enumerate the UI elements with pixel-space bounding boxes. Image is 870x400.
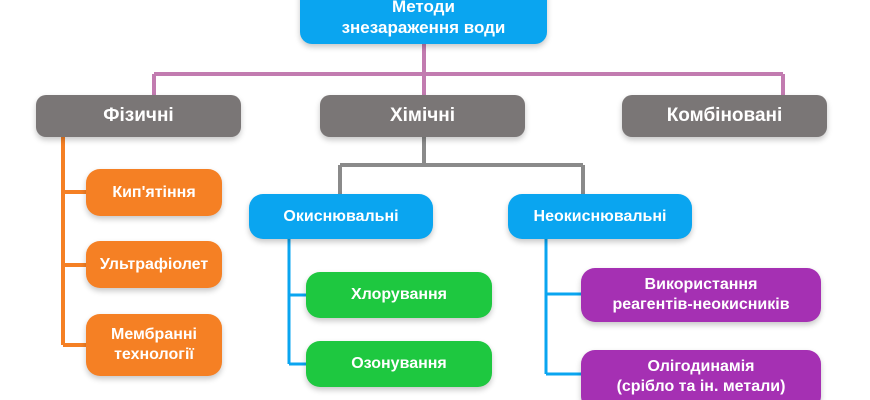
method-ozonation: Озонування <box>306 341 492 387</box>
group-oxidizing: Окиснювальні <box>249 194 433 239</box>
category-physical: Фізичні <box>36 95 241 137</box>
method-chlorination: Хлорування <box>306 272 492 318</box>
method-boiling: Кип'ятіння <box>86 169 222 216</box>
physical-connectors <box>61 135 88 347</box>
method-membrane-technologies: Мембранні технології <box>86 314 222 376</box>
root-connectors <box>152 42 785 97</box>
chemical-connectors <box>338 136 585 196</box>
method-oligodynamy: Олігодинамія (срібло та ін. метали) <box>581 350 821 400</box>
category-combined: Комбіновані <box>622 95 827 137</box>
method-ultraviolet: Ультрафіолет <box>86 241 222 288</box>
root-node-water-disinfection-methods: Методи знезараження води <box>300 0 547 44</box>
oxidizing-connectors <box>287 238 308 366</box>
non-oxidizing-connectors <box>544 238 583 376</box>
category-chemical: Хімічні <box>320 95 525 137</box>
method-non-oxidizing-reagents: Використання реагентів-неокисників <box>581 268 821 322</box>
group-non-oxidizing: Неокиснювальні <box>508 194 692 239</box>
